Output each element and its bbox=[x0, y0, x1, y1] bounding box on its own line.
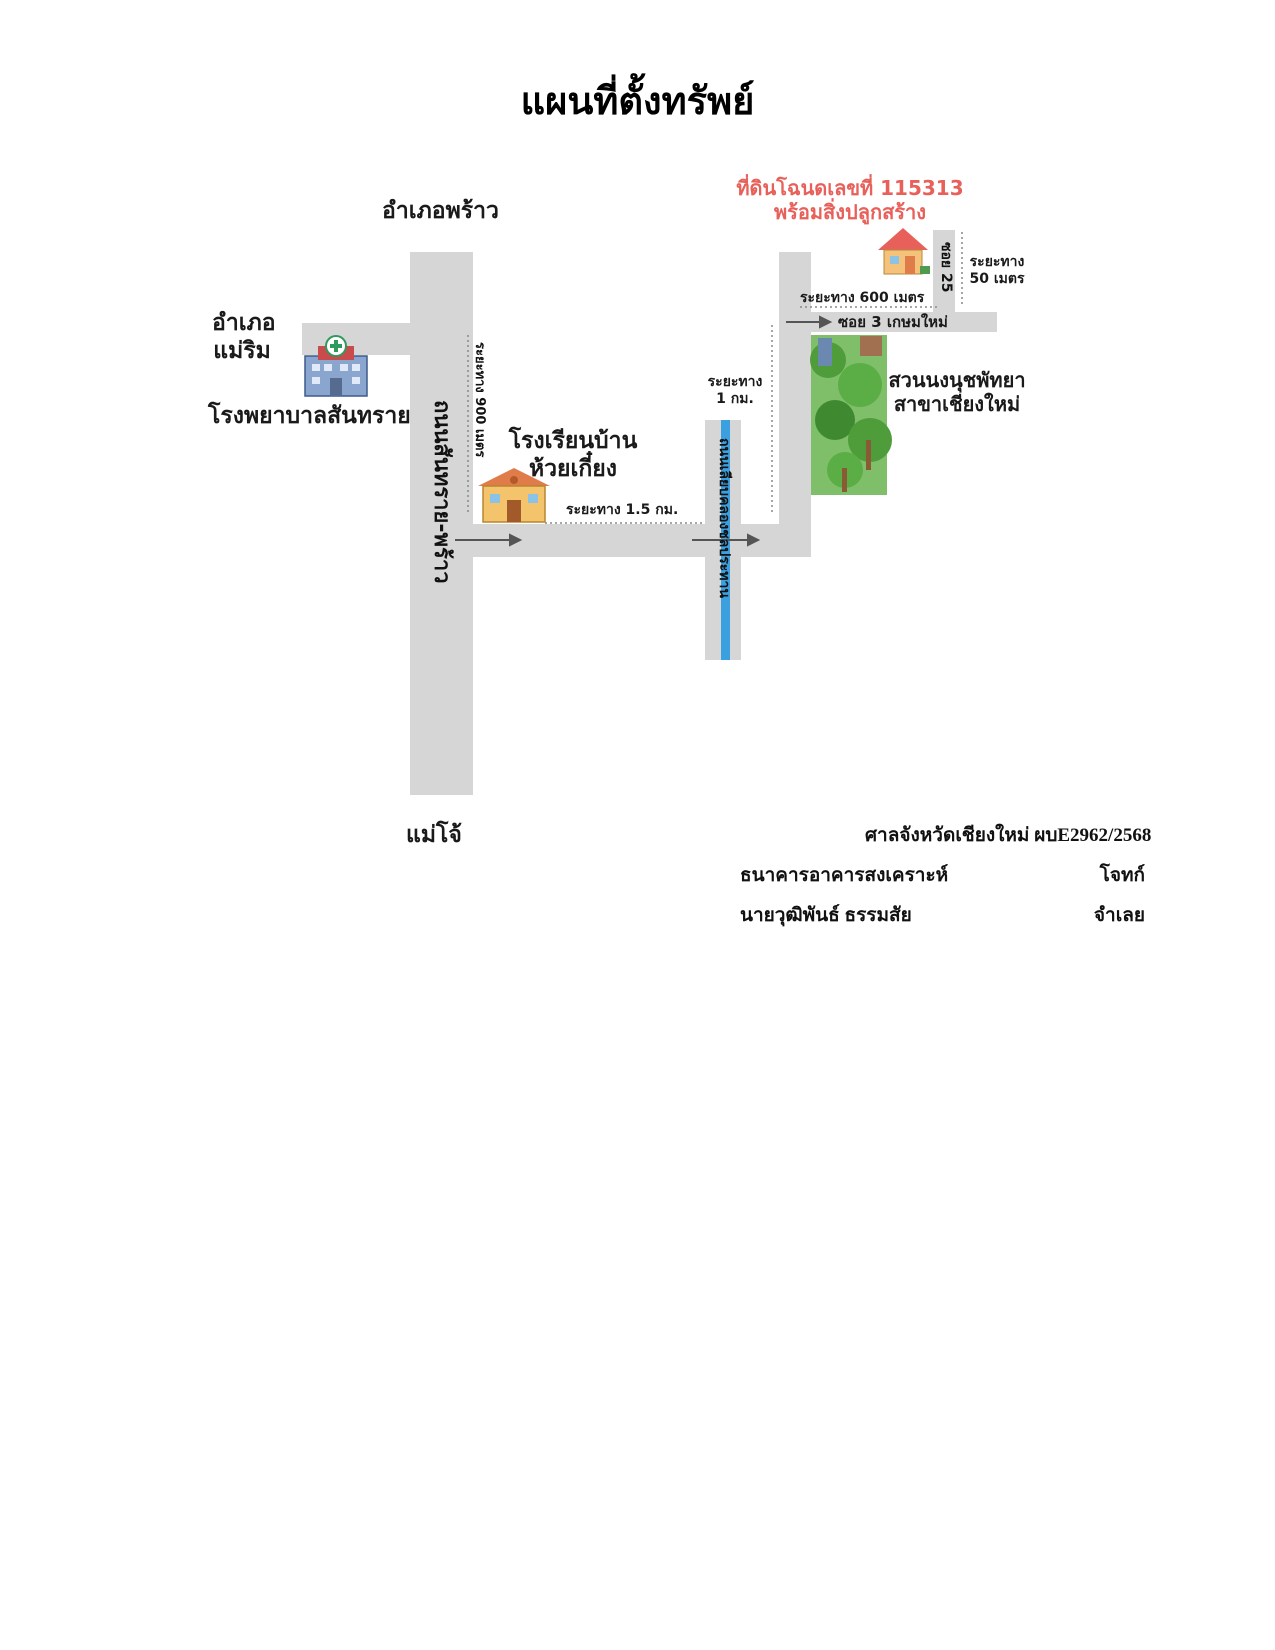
label-dist-600: ระยะทาง 600 เมตร bbox=[800, 290, 925, 306]
label-canal-road: ถนนเลียบคลองชลประทาน bbox=[716, 438, 732, 598]
plaintiff-name: ธนาคารอาคารสงเคราะห์ bbox=[740, 865, 949, 886]
label-soi-3: ซอย 3 เกษมใหม่ bbox=[838, 313, 948, 331]
label-main-road: ถนนสันทราย-พร้าว bbox=[429, 400, 454, 584]
house-icon bbox=[878, 228, 930, 275]
label-district-west: อำเภอ แม่ริม bbox=[212, 310, 276, 364]
label-dist-50: ระยะทาง 50 เมตร bbox=[969, 254, 1025, 287]
label-district-north: อำเภอพร้าว bbox=[382, 198, 499, 224]
label-hospital: โรงพยาบาลสันทราย bbox=[208, 403, 411, 429]
soi-3-road bbox=[811, 312, 997, 332]
label-district-south: แม่โจ้ bbox=[406, 822, 462, 848]
label-school: โรงเรียนบ้าน ห้วยเกี๋ยง bbox=[508, 428, 638, 482]
defendant-role: จำเลย bbox=[1093, 905, 1145, 926]
label-park: สวนนงนุชพัทยา สาขาเชียงใหม่ bbox=[888, 368, 1026, 416]
label-property: ที่ดินโฉนดเลขที่ 115313 พร้อมสิ่งปลูกสร้… bbox=[736, 176, 964, 224]
arrow-icon bbox=[455, 315, 833, 547]
label-dist-1-5: ระยะทาง 1.5 กม. bbox=[566, 502, 679, 518]
school-icon bbox=[478, 468, 550, 523]
defendant-name: นายวุฒิพันธ์ ธรรมสัย bbox=[740, 905, 912, 926]
road-east bbox=[473, 524, 811, 557]
main-road bbox=[410, 252, 473, 795]
plaintiff-role: โจทก์ bbox=[1099, 865, 1145, 886]
label-dist-1km: ระยะทาง 1 กม. bbox=[707, 374, 763, 407]
park-trees-icon bbox=[810, 335, 892, 495]
label-soi-25: ซอย 25 bbox=[938, 242, 954, 293]
location-map bbox=[302, 228, 997, 795]
road-north bbox=[779, 252, 811, 557]
soi-25-road bbox=[933, 230, 955, 312]
hospital-icon bbox=[304, 335, 368, 397]
court-case-number: ศาลจังหวัดเชียงใหม่ ผบE2962/2568 bbox=[865, 825, 1152, 846]
page-title: แผนที่ตั้งทรัพย์ bbox=[520, 78, 755, 123]
label-dist-900: ระยะทาง 900 เมตร bbox=[472, 342, 487, 458]
